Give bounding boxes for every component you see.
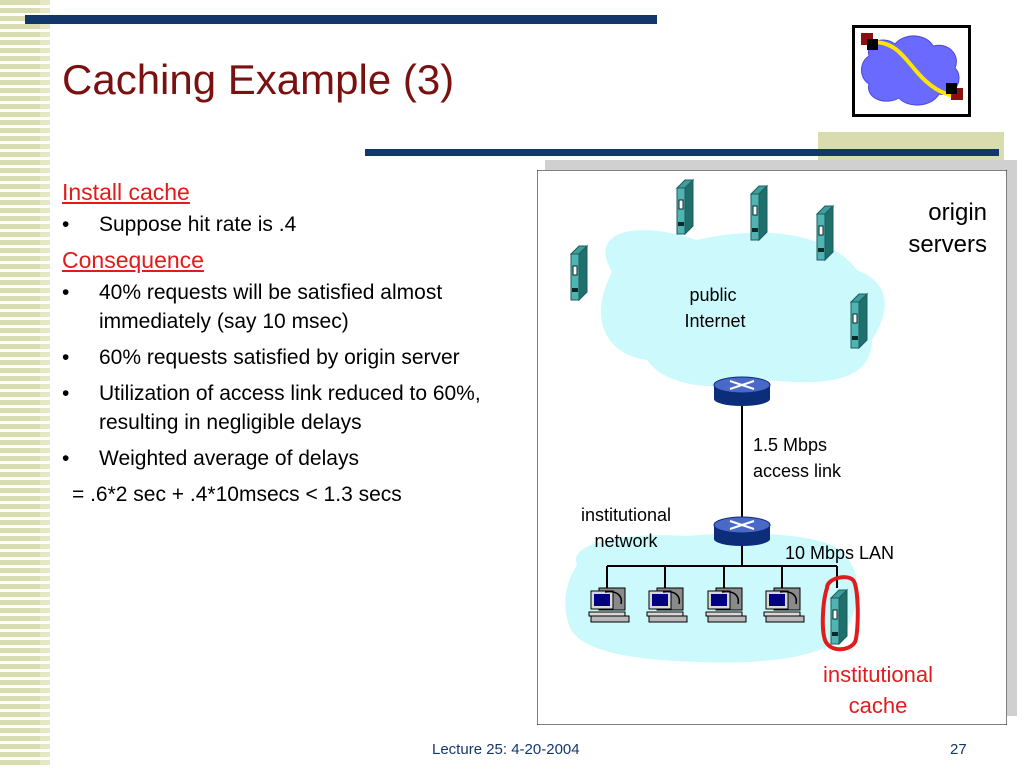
install-cache-heading: Install cache <box>62 179 190 205</box>
top-rule <box>25 15 657 24</box>
institutional-router-icon <box>713 516 771 547</box>
bullet-item: • 40% requests will be satisfied almost … <box>62 278 532 336</box>
institutional-cache-label-line2: cache <box>849 693 908 718</box>
bullet-text: Utilization of access link reduced to 60… <box>99 382 481 434</box>
bullet-text: 60% requests satisfied by origin server <box>99 346 460 369</box>
public-internet-label-line2: Internet <box>684 311 745 331</box>
access-link-label-line1: 1.5 Mbps <box>753 435 827 455</box>
bullet-text: 40% requests will be satisfied almost im… <box>99 281 443 333</box>
bullet-glyph: • <box>62 213 70 236</box>
origin-server-icon <box>850 293 868 349</box>
network-diagram: origin servers public Internet 1.5 Mbps … <box>537 170 1007 725</box>
origin-server-icon <box>750 185 768 241</box>
title-rule <box>365 149 999 156</box>
origin-server-icon <box>816 205 834 261</box>
decorative-stripes-edge <box>40 0 50 768</box>
bullet-item: • Suppose hit rate is .4 <box>62 210 532 239</box>
origin-servers-label-line1: origin <box>928 199 987 226</box>
bullet-glyph: • <box>62 447 70 470</box>
bullet-item: • 60% requests satisfied by origin serve… <box>62 343 532 372</box>
lan-label: 10 Mbps LAN <box>785 543 894 563</box>
bullet-item: • Weighted average of delays <box>62 444 532 473</box>
page-number: 27 <box>950 741 967 758</box>
origin-server-icon <box>676 179 694 235</box>
lan-pc-icon <box>763 587 805 623</box>
bullet-glyph: • <box>62 281 70 304</box>
institutional-network-label-line1: institutional <box>581 505 671 525</box>
access-link-label-line2: access link <box>753 461 842 481</box>
public-internet-label-line1: public <box>689 285 736 305</box>
slide-content: Install cache • Suppose hit rate is .4 C… <box>62 178 532 509</box>
bullet-glyph: • <box>62 346 70 369</box>
public-internet-cloud <box>600 230 885 387</box>
footer-lecture: Lecture 25: 4-20-2004 <box>432 741 580 758</box>
institutional-cache-label-line1: institutional <box>823 662 933 687</box>
network-logo <box>852 25 971 117</box>
bullet-item: • Utilization of access link reduced to … <box>62 379 532 437</box>
bullet-text: Suppose hit rate is .4 <box>99 213 297 236</box>
origin-servers-label-line2: servers <box>908 231 987 258</box>
lan-pc-icon <box>588 587 630 623</box>
slide-title: Caching Example (3) <box>62 56 455 103</box>
lan-pc-icon <box>705 587 747 623</box>
institutional-cache-icon <box>830 589 848 645</box>
network-cloud-icon <box>861 33 963 106</box>
delay-equation: = .6*2 sec + .4*10msecs < 1.3 secs <box>72 483 402 506</box>
institutional-network-label-line2: network <box>594 531 658 551</box>
consequence-heading: Consequence <box>62 247 204 273</box>
bullet-glyph: • <box>62 382 70 405</box>
origin-server-icon <box>570 245 588 301</box>
bullet-text: Weighted average of delays <box>99 447 359 470</box>
lan-pc-icon <box>646 587 688 623</box>
internet-router-icon <box>713 376 771 407</box>
cache-highlight <box>820 575 860 652</box>
